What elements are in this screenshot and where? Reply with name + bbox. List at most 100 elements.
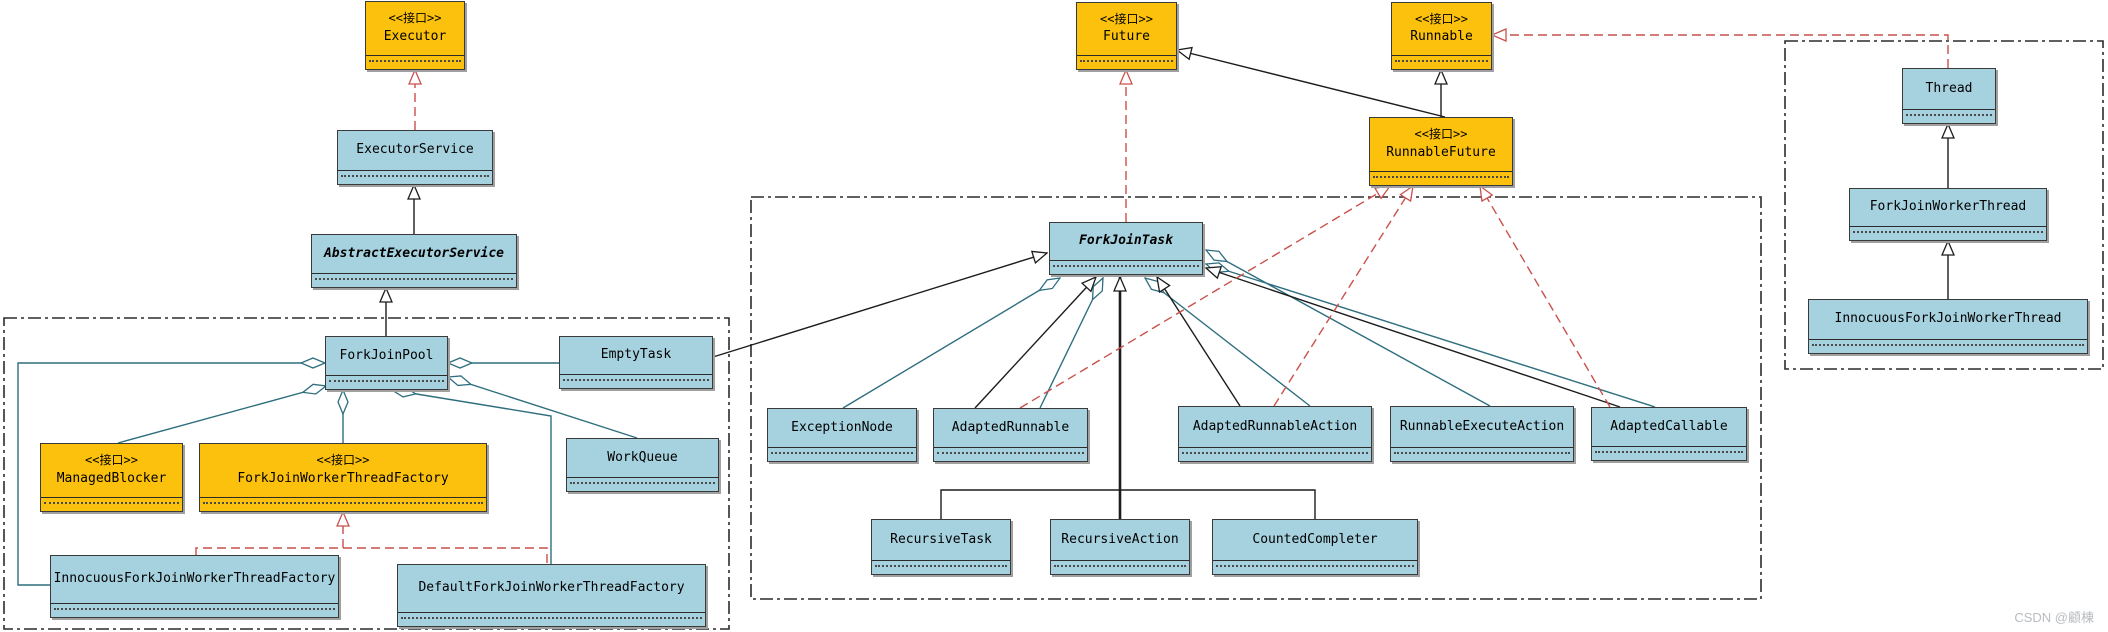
class-title-AbstractExecutorService: AbstractExecutorService [312, 235, 516, 273]
class-box-ForkJoinWorkerThreadFactory: <<接口>>ForkJoinWorkerThreadFactory [199, 443, 487, 512]
class-title-ExecutorService: ExecutorService [338, 131, 492, 170]
class-box-AbstractExecutorService: AbstractExecutorService [311, 234, 517, 288]
attributes-compartment [934, 447, 1087, 461]
connection-inheritance-recursive-bar [940, 489, 1316, 519]
attributes-compartment [51, 603, 338, 617]
class-box-RunnableFuture: <<接口>> RunnableFuture [1369, 117, 1513, 186]
class-title-Future: <<接口>> Future [1077, 3, 1176, 55]
class-title-ExceptionNode: ExceptionNode [768, 409, 916, 447]
class-box-EmptyTask: EmptyTask [559, 336, 713, 389]
class-name-label: AbstractExecutorService [323, 245, 504, 261]
connection-inheritance-AdaptedCallable-to-ForkJoinTask [1206, 268, 1621, 408]
attributes-compartment [872, 560, 1010, 574]
class-title-ForkJoinWorkerThreadFactory: <<接口>>ForkJoinWorkerThreadFactory [200, 444, 486, 497]
class-name-label: ExceptionNode [791, 419, 893, 435]
attributes-compartment [312, 273, 516, 287]
class-title-RunnableFuture: <<接口>> RunnableFuture [1370, 118, 1512, 171]
class-title-AdaptedCallable: AdaptedCallable [1592, 408, 1746, 446]
class-name-label: Thread [1925, 80, 1973, 96]
stereotype-label: <<接口>> [1100, 11, 1153, 26]
connection-aggregation-ForkJoinTask-to-AdaptedCallable [1206, 264, 1656, 408]
connection-realization-AdaptedRunnable-to-RunnableFuture [1019, 186, 1390, 409]
class-title-ForkJoinPool: ForkJoinPool [326, 337, 447, 375]
class-name-label: RecursiveAction [1061, 531, 1179, 547]
class-box-InnocuousForkJoinWorkerThread: InnocuousForkJoinWorkerThread [1808, 299, 2088, 354]
stereotype-label: <<接口>> [85, 453, 138, 468]
class-box-AdaptedRunnable: AdaptedRunnable [933, 408, 1088, 462]
connection-inheritance-RunnableFuture-to-Future [1177, 50, 1446, 118]
connection-aggregation-ForkJoinPool-to-InnocuousForkJoinWorkerThreadFactory [17, 363, 325, 586]
stereotype-label: <<接口>> [316, 453, 370, 468]
class-name-label: WorkQueue [607, 449, 678, 465]
class-box-DefaultForkJoinWorkerThreadFactory: DefaultForkJoinWorkerThreadFactory [397, 564, 706, 627]
class-box-CountedCompleter: CountedCompleter [1212, 519, 1418, 575]
attributes-compartment [1050, 260, 1202, 274]
class-name-label: EmptyTask [600, 347, 672, 363]
connection-aggregation-ForkJoinTask-to-ExceptionNode [842, 278, 1060, 409]
connection-realization-Thread-to-Runnable [1492, 35, 1949, 68]
attributes-compartment [1850, 226, 2046, 240]
class-box-RecursiveTask: RecursiveTask [871, 519, 1011, 575]
class-box-RecursiveAction: RecursiveAction [1050, 519, 1190, 575]
class-name-label: Executor [383, 28, 447, 44]
class-title-AdaptedRunnable: AdaptedRunnable [934, 409, 1087, 447]
attributes-compartment [1370, 171, 1512, 185]
class-name-label: ForkJoinWorkerThread [1869, 199, 2027, 215]
group-border-forkjointask-group [750, 196, 1762, 600]
attributes-compartment [41, 497, 182, 511]
connection-realization-AdaptedRunnableAction-to-RunnableFuture [1273, 186, 1413, 407]
class-name-label: ForkJoinTask [1079, 233, 1173, 249]
connection-inheritance-AdaptedRunnable-to-ForkJoinTask [974, 277, 1096, 409]
connection-aggregation-ForkJoinTask-to-AdaptedRunnable [1039, 278, 1103, 409]
attributes-compartment [1077, 55, 1176, 69]
class-name-label: RecursiveTask [890, 531, 992, 547]
stereotype-label: <<接口>> [388, 11, 442, 26]
class-name-label: CountedCompleter [1252, 531, 1378, 547]
class-title-InnocuousForkJoinWorkerThreadFactory: InnocuousForkJoinWorkerThreadFactory [51, 556, 338, 603]
attributes-compartment [560, 374, 712, 388]
class-title-InnocuousForkJoinWorkerThread: InnocuousForkJoinWorkerThread [1809, 300, 2087, 339]
attributes-compartment [200, 497, 486, 511]
class-title-AdaptedRunnableAction: AdaptedRunnableAction [1179, 407, 1371, 447]
class-name-label: AdaptedRunnableAction [1192, 418, 1358, 434]
class-box-Future: <<接口>> Future [1076, 2, 1177, 70]
connection-realization-AdaptedCallable-to-RunnableFuture [1480, 186, 1611, 408]
class-name-label: DefaultForkJoinWorkerThreadFactory [418, 580, 685, 596]
class-box-ForkJoinPool: ForkJoinPool [325, 336, 448, 390]
class-title-RecursiveTask: RecursiveTask [872, 520, 1010, 560]
class-box-AdaptedCallable: AdaptedCallable [1591, 407, 1747, 461]
class-name-label: Runnable [1410, 29, 1473, 45]
connection-inheritance-AdaptedRunnableAction-to-ForkJoinTask [1157, 277, 1241, 407]
class-title-WorkQueue: WorkQueue [567, 439, 718, 477]
attributes-compartment [1903, 109, 1995, 123]
class-box-Executor: <<接口>> Executor [365, 1, 465, 70]
attributes-compartment [1392, 55, 1491, 69]
class-name-label: RunnableFuture [1386, 144, 1496, 160]
attributes-compartment [567, 477, 718, 491]
stereotype-label: <<接口>> [1415, 11, 1468, 26]
csdn-watermark: CSDN @顧棟 [2014, 610, 2094, 625]
connection-aggregation-ForkJoinPool-to-WorkQueue [448, 377, 638, 439]
class-box-Thread: Thread [1902, 68, 1996, 124]
stereotype-label: <<接口>> [1414, 127, 1468, 142]
class-box-InnocuousForkJoinWorkerThreadFactory: InnocuousForkJoinWorkerThreadFactory [50, 555, 339, 618]
class-name-label: Future [1103, 29, 1150, 45]
class-box-ExecutorService: ExecutorService [337, 130, 493, 185]
class-box-ManagedBlocker: <<接口>>ManagedBlocker [40, 443, 183, 512]
attributes-compartment [326, 375, 447, 389]
group-border-workerthread-group [1784, 40, 2104, 370]
class-title-ForkJoinTask: ForkJoinTask [1050, 223, 1202, 260]
class-title-DefaultForkJoinWorkerThreadFactory: DefaultForkJoinWorkerThreadFactory [398, 565, 705, 612]
class-box-Runnable: <<接口>> Runnable [1391, 2, 1492, 70]
connection-aggregation-ForkJoinPool-to-DefaultForkJoinWorkerThreadFactory [392, 390, 552, 564]
class-title-RunnableExecuteAction: RunnableExecuteAction [1391, 407, 1573, 447]
attributes-compartment [1213, 560, 1417, 574]
attributes-compartment [1051, 560, 1189, 574]
class-box-RunnableExecuteAction: RunnableExecuteAction [1390, 406, 1574, 462]
class-box-ForkJoinWorkerThread: ForkJoinWorkerThread [1849, 188, 2047, 241]
attributes-compartment [1391, 447, 1573, 461]
class-name-label: AdaptedCallable [1610, 418, 1728, 434]
class-title-Thread: Thread [1903, 69, 1995, 109]
attributes-compartment [398, 612, 705, 626]
